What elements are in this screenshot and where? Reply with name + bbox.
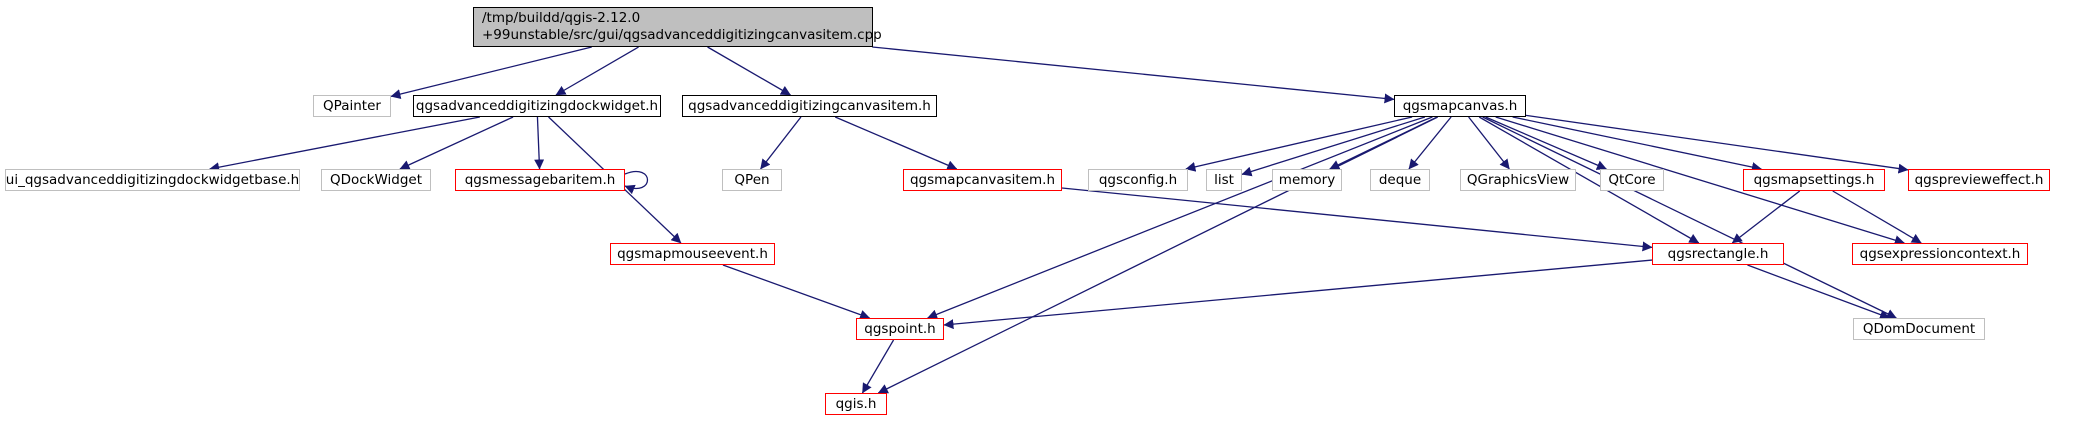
node-qgsmapsettings-h[interactable]: qgsmapsettings.h bbox=[1743, 169, 1885, 191]
edge-mapsettings-to-exprcontext bbox=[1832, 190, 1922, 244]
edge-root-to-dockwidget bbox=[555, 46, 639, 96]
edge-mapcanvas-to-previeweffect bbox=[1525, 114, 1909, 174]
node-deque[interactable]: deque bbox=[1370, 169, 1430, 191]
edge-mapcanvas-to-qtcore bbox=[1485, 116, 1607, 170]
edge-dockwidget-to-qdockwidget bbox=[399, 116, 514, 170]
edge-mapcanvas-to-qgsconfig bbox=[1185, 116, 1413, 172]
node-root-line-2: +99unstable/src/gui/qgsadvanceddigitizin… bbox=[482, 27, 882, 43]
edge-rectangle-to-point bbox=[943, 259, 1653, 330]
node-qgsmapmouseevent-h[interactable]: qgsmapmouseevent.h bbox=[610, 243, 775, 265]
node-qgsmessagebaritem-h[interactable]: qgsmessagebaritem.h bbox=[455, 169, 625, 191]
edge-rectangle-to-qdomdocument bbox=[1747, 264, 1890, 320]
node-qgsmapcanvas-h[interactable]: qgsmapcanvas.h bbox=[1394, 95, 1526, 117]
node-ui-qgsadvanceddigitizingdockwidgetbase-h[interactable]: ui_qgsadvanceddigitizingdockwidgetbase.h bbox=[5, 169, 300, 191]
node-qgraphicsview[interactable]: QGraphicsView bbox=[1460, 169, 1576, 191]
edge-point-to-qgis bbox=[861, 339, 895, 394]
edge-mapmouseevent-to-point bbox=[722, 264, 871, 320]
edge-canvasitem_h-to-qpen bbox=[760, 116, 802, 170]
edge-root-to-canvasitem_h bbox=[707, 46, 791, 96]
node-qdockwidget[interactable]: QDockWidget bbox=[321, 169, 431, 191]
node-qgsadvanceddigitizingdockwidget-h[interactable]: qgsadvanceddigitizingdockwidget.h bbox=[413, 95, 661, 117]
edge-messagebaritem-to-messagebaritem bbox=[624, 170, 648, 195]
node-root-line-1: /tmp/buildd/qgis-2.12.0 bbox=[482, 10, 641, 26]
edge-dockwidget-to-ui_base bbox=[209, 116, 480, 173]
node-qpainter[interactable]: QPainter bbox=[313, 95, 391, 117]
edge-mapcanvas-to-qdomdocument bbox=[1482, 116, 1897, 319]
node-root-source-file[interactable]: /tmp/buildd/qgis-2.12.0 +99unstable/src/… bbox=[473, 7, 882, 47]
edge-mapcanvasitem-to-rectangle bbox=[1061, 187, 1653, 252]
node-memory[interactable]: memory bbox=[1272, 169, 1342, 191]
edge-mapsettings-to-rectangle bbox=[1731, 190, 1801, 244]
edge-root-to-mapcanvas bbox=[872, 46, 1395, 104]
edge-mapcanvas-to-deque bbox=[1408, 116, 1452, 170]
node-qgsconfig-h[interactable]: qgsconfig.h bbox=[1088, 169, 1188, 191]
node-qgsexpressioncontext-h[interactable]: qgsexpressioncontext.h bbox=[1852, 243, 2028, 265]
node-qgsadvanceddigitizingcanvasitem-h[interactable]: qgsadvanceddigitizingcanvasitem.h bbox=[682, 95, 937, 117]
edge-root-to-qpainter bbox=[390, 46, 592, 99]
node-qgspoint-h[interactable]: qgspoint.h bbox=[856, 318, 944, 340]
node-qgsmapcanvasitem-h[interactable]: qgsmapcanvasitem.h bbox=[903, 169, 1062, 191]
edge-mapcanvas-to-exprcontext bbox=[1495, 116, 1905, 245]
node-qgspreviewеffect-h[interactable]: qgspreviewеffect.h bbox=[1908, 169, 2050, 191]
edge-mapcanvas-to-mapsettings bbox=[1512, 116, 1762, 172]
edge-mapcanvas-to-list bbox=[1241, 116, 1426, 177]
node-qgsrectangle-h[interactable]: qgsrectangle.h bbox=[1652, 243, 1784, 265]
node-qdomdocument[interactable]: QDomDocument bbox=[1853, 318, 1985, 340]
edge-dockwidget-to-messagebaritem bbox=[534, 116, 545, 170]
node-qgis-h[interactable]: qgis.h bbox=[825, 393, 887, 415]
edge-mapcanvas-to-point bbox=[927, 116, 1433, 320]
edge-mapcanvas-to-qgraphicsview bbox=[1468, 116, 1510, 170]
edge-mapcanvas-to-rectangle bbox=[1478, 116, 1700, 244]
node-list[interactable]: list bbox=[1206, 169, 1242, 191]
edge-canvasitem_h-to-mapcanvasitem bbox=[834, 116, 958, 170]
node-qpen[interactable]: QPen bbox=[722, 169, 782, 191]
edge-mapcanvas-to-qgis bbox=[877, 116, 1438, 394]
node-qtcore[interactable]: QtCore bbox=[1600, 169, 1664, 191]
